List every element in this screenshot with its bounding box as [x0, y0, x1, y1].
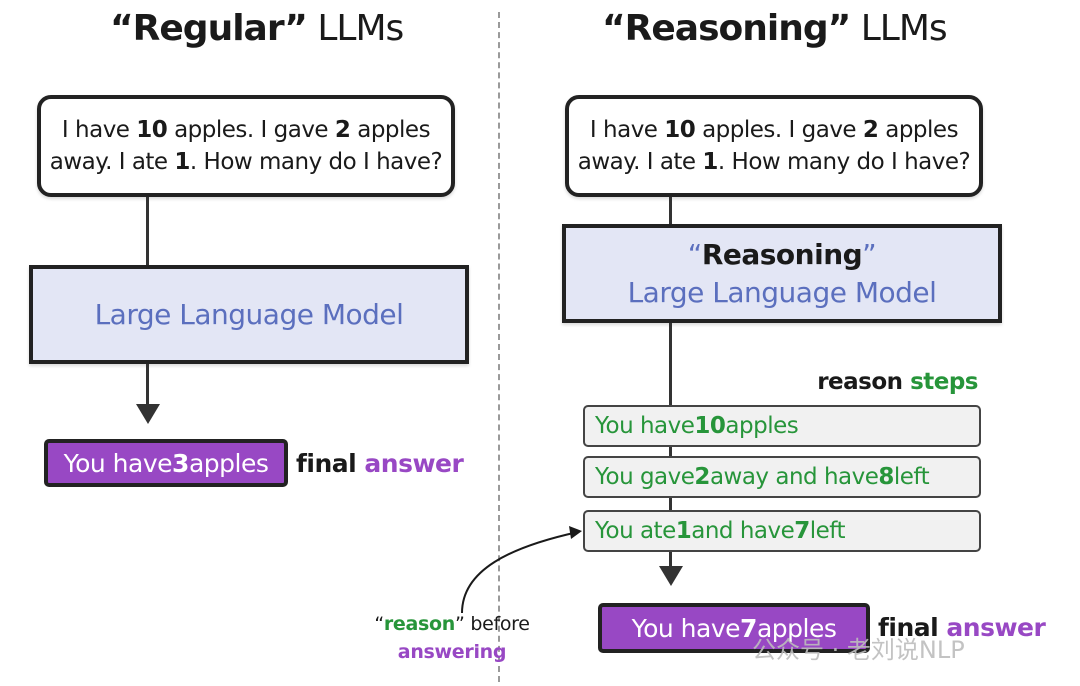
regular-connector-top: [146, 197, 149, 266]
column-divider: [498, 12, 500, 682]
reason-step-1: You have 10 apples: [583, 405, 981, 447]
regular-llm-label: Large Language Model: [94, 298, 404, 331]
reasoning-answer-number: 7: [740, 613, 757, 643]
regular-llms-title: “Regular” LLMs: [110, 8, 404, 49]
regular-final-answer-label: final answer: [296, 449, 464, 478]
reasoning-answer-post: apples: [756, 613, 837, 643]
watermark-text: 公众号 · 老刘说NLP: [752, 636, 965, 664]
reasoning-title-rest: LLMs: [850, 8, 948, 49]
reasoning-question-text: I have 10 apples. I gave 2 apples away. …: [577, 117, 971, 175]
regular-arrow-down-icon: [136, 404, 160, 424]
reasoning-final-answer-label: final answer: [878, 613, 1046, 642]
regular-answer-pre: You have: [63, 448, 173, 478]
regular-title-quoted: “Regular”: [110, 8, 308, 49]
reasoning-connector-top: [669, 197, 672, 225]
regular-question-text: I have 10 apples. I gave 2 apples away. …: [49, 117, 443, 175]
regular-title-rest: LLMs: [306, 8, 404, 49]
reason-before-answering-note: “reason” before answering: [374, 613, 530, 663]
reasoning-title-quoted: “Reasoning”: [602, 8, 851, 49]
regular-llm-box: Large Language Model: [29, 265, 469, 364]
regular-connector-bottom: [146, 364, 149, 406]
regular-answer-box: You have 3 apples: [44, 439, 288, 487]
reasoning-llm-first-line: “Reasoning”: [687, 237, 877, 271]
reasoning-llm-box: “Reasoning” Large Language Model: [562, 224, 1002, 323]
annotation-curved-arrow-icon: [461, 526, 582, 614]
regular-question-box: I have 10 apples. I gave 2 apples away. …: [37, 95, 455, 197]
reasoning-answer-box: You have 7 apples: [598, 603, 870, 653]
regular-answer-post: apples: [188, 448, 269, 478]
reason-step-2: You gave 2 away and have 8 left: [583, 456, 981, 498]
reasoning-question-box: I have 10 apples. I gave 2 apples away. …: [565, 95, 983, 197]
reasoning-answer-pre: You have: [631, 613, 741, 643]
reasoning-llm-label: Large Language Model: [627, 275, 937, 309]
reason-step-3: You ate 1 and have 7 left: [583, 510, 981, 552]
reasoning-llms-title: “Reasoning” LLMs: [602, 8, 948, 49]
reasoning-arrow-down-icon: [659, 566, 683, 586]
regular-answer-number: 3: [172, 448, 189, 478]
reason-steps-label: reason steps: [817, 369, 978, 395]
